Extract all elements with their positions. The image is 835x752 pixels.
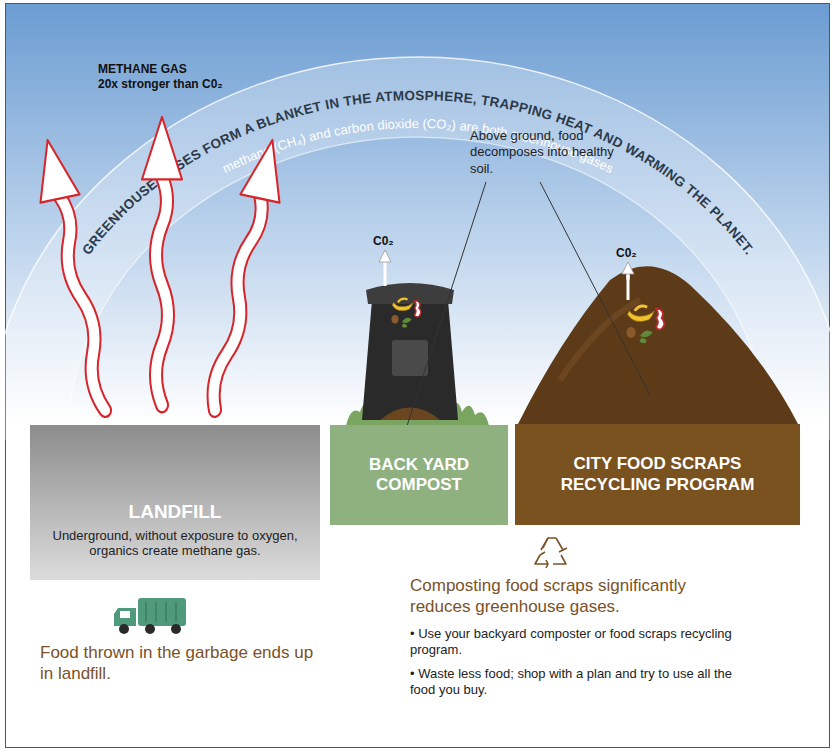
methane-arrow (195, 136, 292, 414)
bullet-item: • Waste less food; shop with a plan and … (410, 666, 755, 699)
methane-arrow (28, 136, 125, 414)
note-heading: Composting food scraps significantly red… (410, 575, 750, 618)
backyard-compost-box: BACK YARD COMPOST (330, 425, 508, 525)
soil-pile (518, 266, 798, 424)
methane-arrow (142, 117, 182, 405)
landfill-box: LANDFILL Underground, without exposure to… (30, 425, 320, 580)
gas-label: METHANE GAS (98, 62, 298, 77)
bullet-item: • Use your backyard composter or food sc… (410, 626, 755, 659)
leader-line (405, 182, 486, 432)
city-program-box: CITY FOOD SCRAPS RECYCLING PROGRAM (515, 424, 800, 525)
leader-line (540, 182, 650, 395)
box-body: Underground, without exposure to oxygen,… (42, 528, 308, 559)
box-title: BACK YARD COMPOST (344, 455, 494, 496)
box-title: CITY FOOD SCRAPS RECYCLING PROGRAM (529, 454, 786, 495)
compost-bin (362, 300, 458, 420)
note-text: Food thrown in the garbage ends up in la… (40, 642, 320, 685)
gas-label: C0₂ (616, 246, 656, 261)
box-title: LANDFILL (129, 501, 222, 524)
svg-text:methane (CH₄) and carbon dioxi: methane (CH₄) and carbon dioxide (CO₂) a… (220, 116, 617, 177)
callout-note: Above ground, food decomposes into healt… (470, 128, 615, 177)
gas-note: 20x stronger than C0₂ (98, 77, 298, 92)
gas-label: C0₂ (373, 234, 413, 249)
garbage-truck (114, 598, 186, 634)
arc-subheading: methane (CH₄) and carbon dioxide (CO₂) a… (220, 116, 617, 177)
recycle-symbol (535, 538, 567, 568)
